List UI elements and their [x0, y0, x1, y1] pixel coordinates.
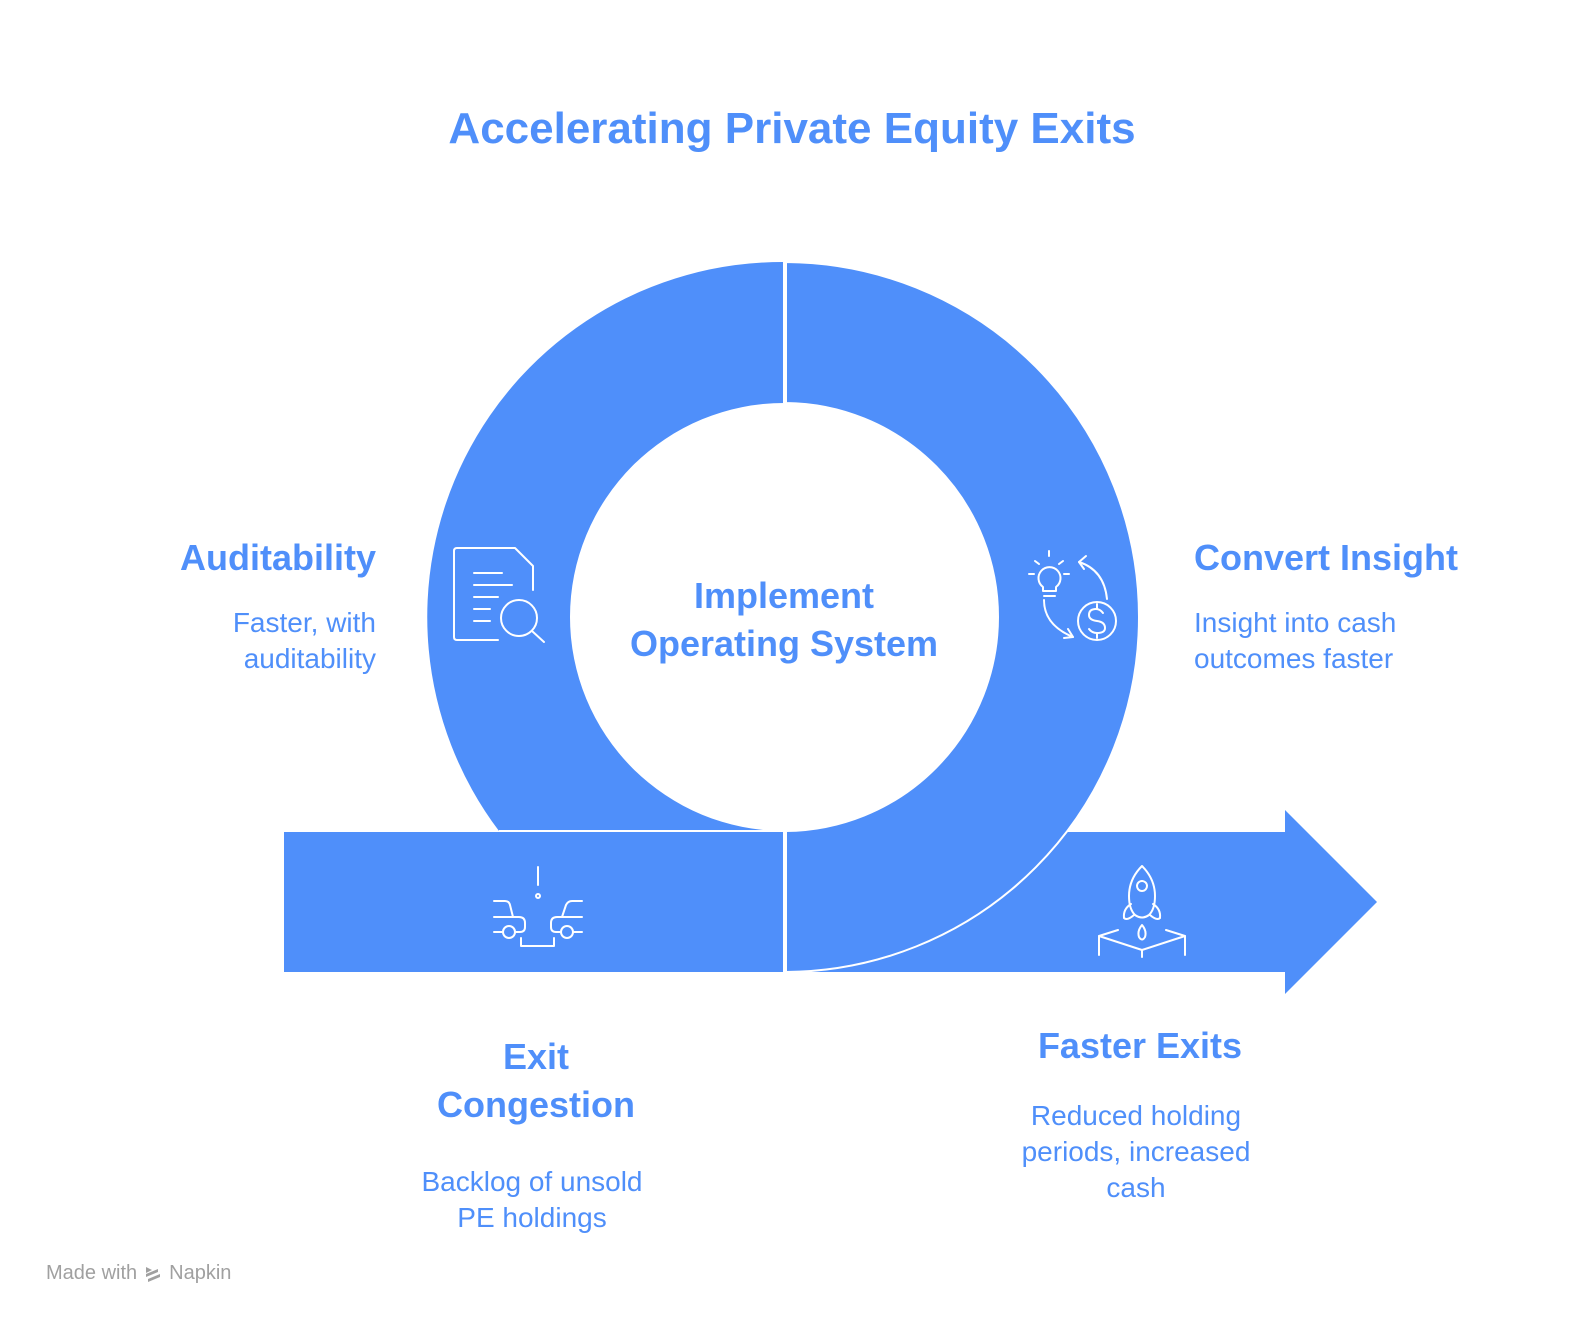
stage-desc-auditability-line1: Faster, with — [232, 607, 376, 638]
stage-desc-convert-insight-line1: Insight into cash — [1194, 607, 1397, 638]
stage-heading-faster-exits: Faster Exits — [1037, 1025, 1243, 1066]
stage-desc-faster-exits-line1: Reduced holding — [1030, 1100, 1242, 1131]
stage-desc-auditability: Faster, with auditability — [233, 605, 376, 677]
stage-heading-exit-congestion-line2: Congestion — [437, 1084, 635, 1125]
stage-desc-faster-exits: Reduced holding periods, increased cash — [986, 1098, 1286, 1206]
footer-brand: Napkin — [169, 1262, 232, 1284]
stage-desc-faster-exits-line3: cash — [1106, 1172, 1166, 1203]
rocket-launch-icon — [1098, 865, 1186, 958]
stage-desc-convert-insight: Insight into cash outcomes faster — [1194, 605, 1396, 677]
center-label-line1: Implement — [693, 575, 875, 616]
napkin-logo-icon — [146, 1266, 161, 1282]
document-search-icon — [453, 547, 545, 643]
ring-segment-convert-insight — [785, 260, 1141, 974]
made-with-napkin-footer: Made with Napkin — [46, 1262, 231, 1285]
arrow-segment-exit-congestion — [284, 832, 784, 972]
stage-heading-exit-congestion-line1: Exit — [502, 1036, 570, 1077]
traffic-jam-cars-icon — [493, 866, 583, 947]
stage-desc-exit-congestion-line1: Backlog of unsold — [421, 1166, 643, 1197]
ring-segment-auditability — [427, 261, 784, 831]
stage-desc-convert-insight-line2: outcomes faster — [1194, 643, 1394, 674]
idea-to-money-cycle-icon — [1028, 550, 1117, 641]
center-label: Implement Operating System — [584, 572, 984, 668]
stage-desc-exit-congestion-line2: PE holdings — [457, 1202, 607, 1233]
stage-desc-exit-congestion: Backlog of unsold PE holdings — [382, 1164, 682, 1236]
diagram-title: Accelerating Private Equity Exits — [448, 104, 1136, 153]
stage-desc-auditability-line2: auditability — [243, 643, 376, 674]
stage-heading-auditability: Auditability — [180, 537, 376, 578]
center-label-line2: Operating System — [629, 623, 939, 664]
stage-heading-convert-insight: Convert Insight — [1194, 537, 1459, 578]
stage-desc-faster-exits-line2: periods, increased — [1021, 1136, 1251, 1167]
stage-heading-exit-congestion: Exit Congestion — [386, 1033, 686, 1129]
footer-made-with: Made with — [46, 1262, 138, 1284]
